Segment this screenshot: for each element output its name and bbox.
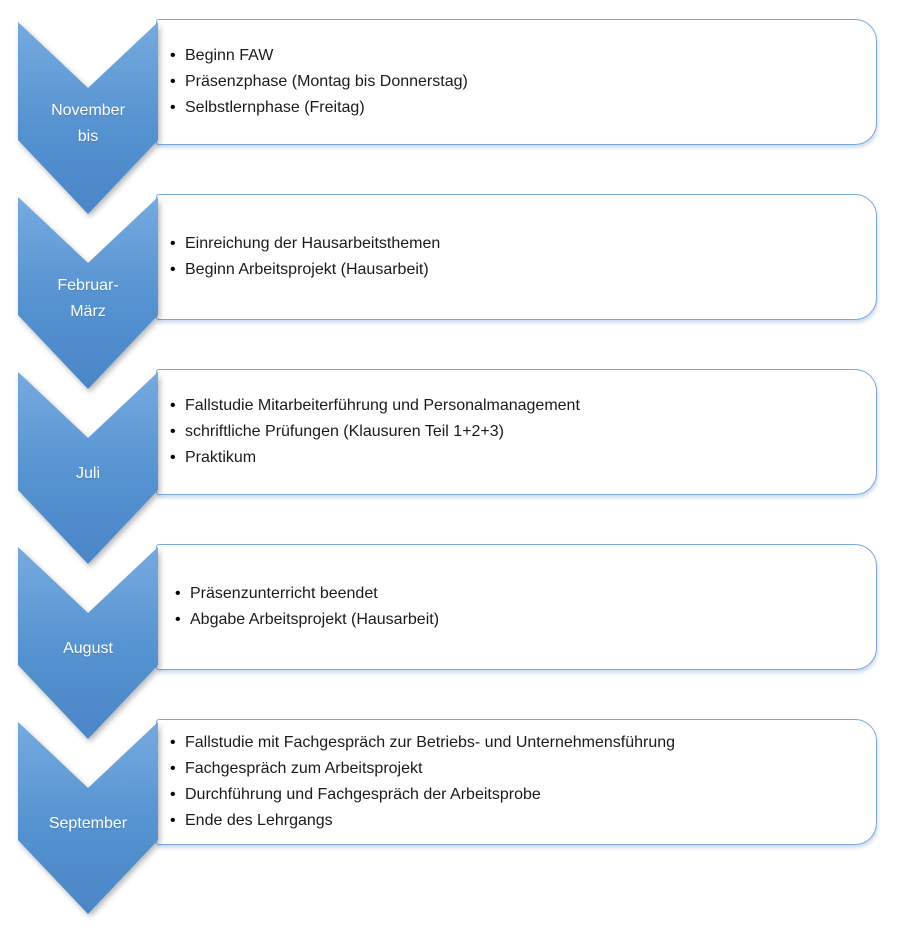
bullet-item: • Einreichung der Hausarbeitsthemen	[170, 231, 440, 257]
content-box: • Einreichung der Hausarbeitsthemen • Begi…	[156, 194, 877, 320]
bullet-icon: •	[170, 449, 176, 466]
chevron-shape: September	[18, 722, 158, 916]
chevron-down-icon	[18, 372, 158, 564]
bullet-icon: •	[170, 812, 176, 829]
timeline-row: • Fallstudie Mitarbeiterführung und Perso…	[0, 368, 897, 568]
timeline-row: • Präsenzunterricht beendet • Abgabe Arbei…	[0, 543, 897, 743]
bullet-item: • schriftliche Prüfungen (Klausuren Teil …	[170, 419, 580, 445]
bullet-item: • Präsenzunterricht beendet	[175, 581, 439, 607]
bullet-icon: •	[170, 397, 176, 414]
bullet-item: • Fachgespräch zum Arbeitsprojekt	[170, 756, 675, 782]
bullet-item: • Präsenzphase (Montag bis Donnerstag)	[170, 69, 468, 95]
bullet-list: • Präsenzunterricht beendet • Abgabe Arbei…	[157, 581, 457, 633]
bullet-icon: •	[170, 73, 176, 90]
bullet-item: • Abgabe Arbeitsprojekt (Hausarbeit)	[175, 607, 439, 633]
content-box: • Beginn FAW • Präsenzphase (Montag bis Do…	[156, 19, 877, 145]
bullet-text: Durchführung und Fachgespräch der Arbeit…	[185, 786, 541, 803]
bullet-text: Beginn FAW	[185, 47, 274, 64]
bullet-text: Fallstudie mit Fachgespräch zur Betriebs…	[185, 734, 676, 751]
bullet-text: Präsenzunterricht beendet	[190, 585, 378, 602]
bullet-icon: •	[175, 585, 181, 602]
bullet-item: • Fallstudie mit Fachgespräch zur Betrieb…	[170, 730, 675, 756]
chevron-shape: August	[18, 547, 158, 741]
chevron-shape: November bis	[18, 22, 158, 216]
bullet-item: • Ende des Lehrgangs	[170, 808, 675, 834]
bullet-icon: •	[170, 47, 176, 64]
bullet-icon: •	[170, 261, 176, 278]
bullet-icon: •	[170, 423, 176, 440]
bullet-icon: •	[175, 611, 181, 628]
bullet-item: • Selbstlernphase (Freitag)	[170, 95, 468, 121]
timeline-row: • Fallstudie mit Fachgespräch zur Betrieb…	[0, 718, 897, 918]
bullet-text: Beginn Arbeitsprojekt (Hausarbeit)	[185, 261, 429, 278]
timeline-row: • Beginn FAW • Präsenzphase (Montag bis Do…	[0, 18, 897, 218]
content-box: • Präsenzunterricht beendet • Abgabe Arbei…	[156, 544, 877, 670]
content-box: • Fallstudie mit Fachgespräch zur Betrieb…	[156, 719, 877, 845]
bullet-item: • Durchführung und Fachgespräch der Arbei…	[170, 782, 675, 808]
chevron-down-icon	[18, 22, 158, 214]
bullet-icon: •	[170, 99, 176, 116]
bullet-icon: •	[170, 235, 176, 252]
bullet-text: Fallstudie Mitarbeiterführung und Person…	[185, 397, 580, 414]
bullet-item: • Beginn FAW	[170, 43, 468, 69]
bullet-list: • Fallstudie mit Fachgespräch zur Betrieb…	[157, 730, 693, 834]
bullet-list: • Einreichung der Hausarbeitsthemen • Begi…	[157, 231, 458, 283]
timeline-row: • Einreichung der Hausarbeitsthemen • Begi…	[0, 193, 897, 393]
content-box: • Fallstudie Mitarbeiterführung und Perso…	[156, 369, 877, 495]
bullet-item: • Beginn Arbeitsprojekt (Hausarbeit)	[170, 257, 440, 283]
bullet-text: Präsenzphase (Montag bis Donnerstag)	[185, 73, 468, 90]
bullet-text: Selbstlernphase (Freitag)	[185, 99, 365, 116]
chevron-down-icon	[18, 197, 158, 389]
bullet-text: schriftliche Prüfungen (Klausuren Teil 1…	[185, 423, 504, 440]
bullet-item: • Praktikum	[170, 445, 580, 471]
bullet-text: Einreichung der Hausarbeitsthemen	[185, 235, 441, 252]
chevron-down-icon	[18, 547, 158, 739]
bullet-list: • Fallstudie Mitarbeiterführung und Perso…	[157, 393, 598, 471]
bullet-icon: •	[170, 760, 176, 777]
bullet-text: Praktikum	[185, 449, 257, 466]
bullet-item: • Fallstudie Mitarbeiterführung und Perso…	[170, 393, 580, 419]
bullet-text: Fachgespräch zum Arbeitsprojekt	[185, 760, 423, 777]
chevron-down-icon	[18, 722, 158, 914]
bullet-icon: •	[170, 734, 176, 751]
bullet-list: • Beginn FAW • Präsenzphase (Montag bis Do…	[157, 43, 486, 121]
bullet-text: Abgabe Arbeitsprojekt (Hausarbeit)	[190, 611, 440, 628]
chevron-shape: Juli	[18, 372, 158, 566]
bullet-icon: •	[170, 786, 176, 803]
bullet-text: Ende des Lehrgangs	[185, 812, 333, 829]
chevron-shape: Februar- März	[18, 197, 158, 391]
